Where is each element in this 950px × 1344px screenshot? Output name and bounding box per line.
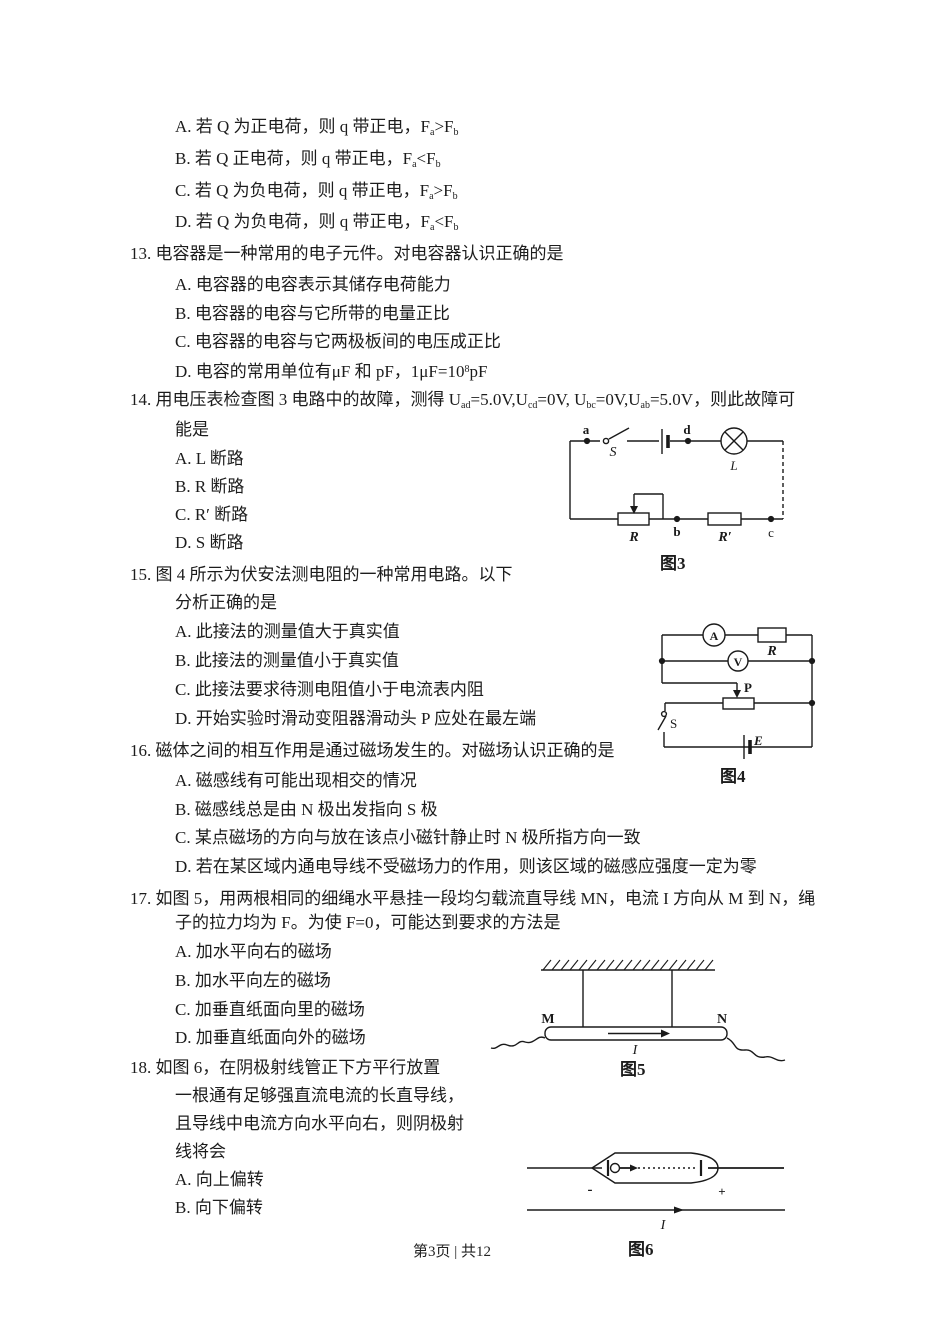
page-footer: 第3页 | 共12 [413,1244,492,1260]
lead-wire-right [726,1037,786,1062]
label-s: S [610,445,617,460]
cathode-ray-tube [590,1152,719,1184]
label-r: R [766,644,776,659]
label-i: I [632,1043,639,1058]
node-d [684,437,692,445]
lamp-icon [720,427,748,455]
q17-option-a: A. 加水平向右的磁场 [175,942,332,961]
q12-option-a: A. 若 Q 为正电荷，则 q 带正电，Fa>Fb [175,117,459,138]
q16-option-b: B. 磁感线总是由 N 极出发指向 S 极 [175,800,438,819]
q14-option-b: B. R 断路 [175,477,245,496]
node-c [767,515,775,523]
q15-option-c: C. 此接法要求待测电阻值小于电流表内阻 [175,680,484,699]
label-s: S [670,716,677,731]
q15-option-a: A. 此接法的测量值大于真实值 [175,622,400,641]
wire-current-arrow [674,1206,684,1214]
q18-stem-line3: 且导线中电流方向水平向右，则阴极射 [175,1114,464,1133]
q13-option-a: A. 电容器的电容表示其储存电荷能力 [175,275,451,294]
label-b: b [673,524,680,539]
figure5-diagram: M N I [490,959,786,1062]
label-p: P [744,680,752,695]
label-c: c [768,525,774,540]
label-n: N [717,1012,727,1027]
figure4-caption: 图4 [720,767,746,786]
battery-icon [743,735,752,759]
conductor-rod [544,1026,728,1041]
switch-icon [602,427,630,445]
figure3-caption: 图3 [660,554,686,573]
lead-wire-left [490,1036,546,1050]
q16-stem: 16. 磁体之间的相互作用是通过磁场发生的。对磁场认识正确的是 [130,741,615,760]
q15-option-d: D. 开始实验时滑动变阻器滑动头 P 应处在最左端 [175,709,537,728]
q15-stem-line1: 15. 图 4 所示为伏安法测电阻的一种常用电路。以下 [130,565,513,584]
figure5-caption: 图5 [620,1060,646,1079]
q16-option-d: D. 若在某区域内通电导线不受磁场力的作用，则该区域的磁感应强度一定为零 [175,857,757,876]
q17-option-b: B. 加水平向左的磁场 [175,971,331,990]
node-a [583,437,591,445]
ammeter-label: A [710,629,719,643]
q12-option-c: C. 若 Q 为负电荷，则 q 带正电，Fa>Fb [175,181,458,202]
q12-option-b: B. 若 Q 正电荷，则 q 带正电，Fa<Fb [175,149,441,170]
q17-stem-line2: 子的拉力均为 F。为使 F=0，可能达到要求的方法是 [175,913,561,932]
electron-source [609,1162,621,1174]
label-d: d [683,424,691,437]
battery-icon [661,429,670,454]
q14-stem-line2: 能是 [175,420,209,439]
q18-stem-line1: 18. 如图 6，在阴极射线管正下方平行放置 [130,1058,441,1077]
q13-option-b: B. 电容器的电容与它所带的电量正比 [175,304,450,323]
q13-stem: 13. 电容器是一种常用的电子元件。对电容器认识正确的是 [130,244,564,263]
label-r-prime: R′ [717,530,731,545]
q17-stem-line1: 17. 如图 5，用两根相同的细绳水平悬挂一段均匀载流直导线 MN，电流 I 方… [130,889,816,908]
label-m: M [541,1012,554,1027]
switch-icon [657,710,668,731]
q18-option-a: A. 向上偏转 [175,1170,264,1189]
q13-option-d: D. 电容的常用单位有μF 和 pF，1μF=108pF [175,362,488,381]
rheostat-icon [722,697,755,710]
q14-option-c: C. R′ 断路 [175,505,249,524]
label-r: R [628,530,638,545]
figure6-diagram: - + I [527,1152,785,1233]
rheostat-icon [617,512,650,526]
q18-stem-line2: 一根通有足够强直流电流的长直导线， [175,1086,464,1105]
figure3-circuit-diagram: a S d L R b R′ c [569,424,784,545]
q17-option-c: C. 加垂直纸面向里的磁场 [175,1000,365,1019]
q18-option-b: B. 向下偏转 [175,1198,263,1217]
node-b [673,515,681,523]
q16-option-a: A. 磁感线有可能出现相交的情况 [175,771,417,790]
beam-arrow [620,1164,638,1172]
label-i: I [660,1218,667,1233]
q18-stem-line4: 线将会 [175,1142,226,1161]
resistor-icon [707,512,742,526]
label-plus: + [718,1184,725,1199]
label-minus: - [588,1182,593,1198]
q12-option-d: D. 若 Q 为负电荷，则 q 带正电，Fa<Fb [175,212,459,233]
q14-option-a: A. L 断路 [175,449,244,468]
ceiling-hatching [542,959,714,971]
voltmeter-label: V [734,655,743,669]
resistor-icon [757,627,787,643]
figure4-circuit-diagram: A V R P S E [657,623,816,759]
q15-stem-line2: 分析正确的是 [175,593,277,612]
q14-stem-line1: 14. 用电压表检查图 3 电路中的故障，测得 Uad=5.0V,Ucd=0V,… [130,390,796,411]
q17-option-d: D. 加垂直纸面向外的磁场 [175,1028,366,1047]
rheostat-slider-arrow [733,683,741,698]
rheostat-slider-arrow [630,493,664,519]
figure6-caption: 图6 [628,1240,654,1259]
q16-option-c: C. 某点磁场的方向与放在该点小磁针静止时 N 极所指方向一致 [175,828,641,847]
current-arrow [608,1029,670,1038]
q13-option-c: C. 电容器的电容与它两极板间的电压成正比 [175,332,501,351]
label-l: L [729,458,737,473]
q14-option-d: D. S 断路 [175,533,244,552]
label-a: a [583,424,590,437]
q15-option-b: B. 此接法的测量值小于真实值 [175,651,399,670]
label-e: E [753,733,763,748]
